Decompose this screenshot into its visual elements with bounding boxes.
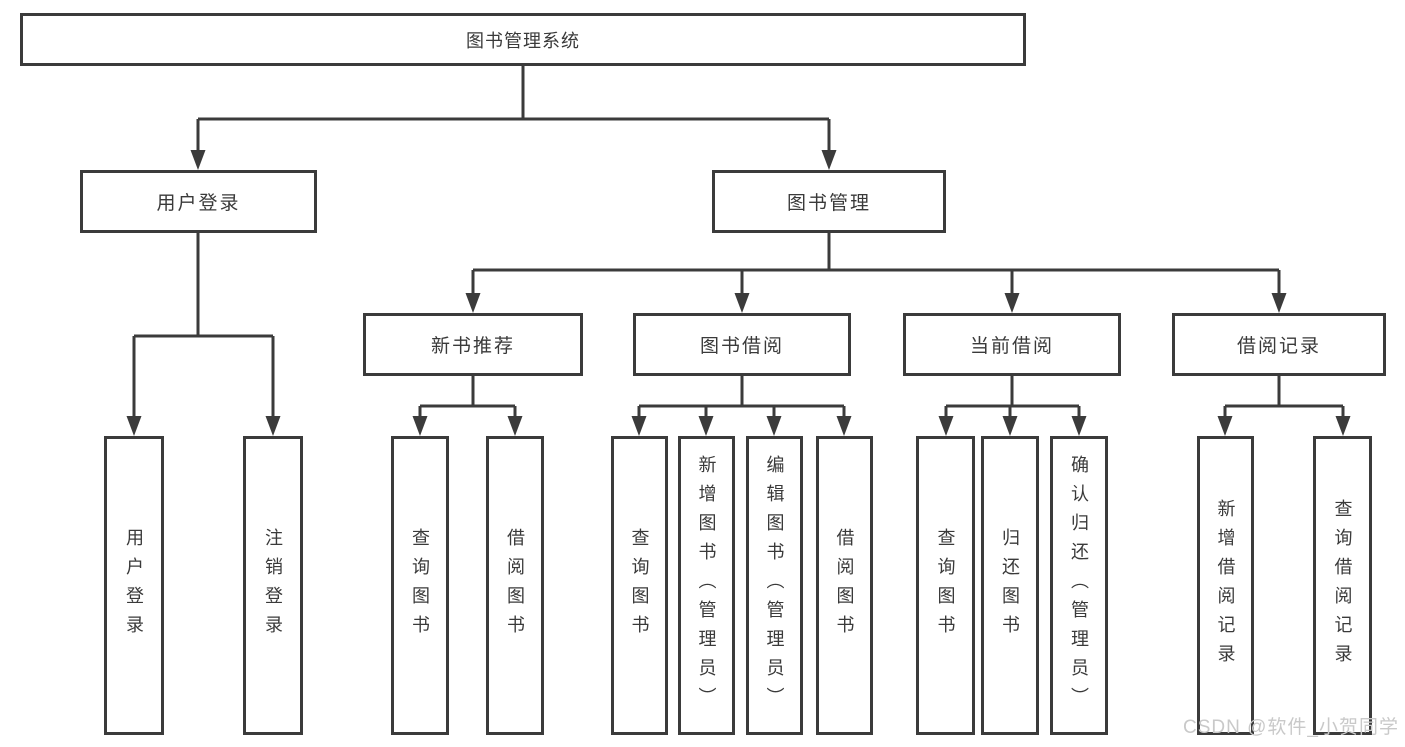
node-current-borrowing: 当前借阅 bbox=[903, 313, 1121, 376]
node-return-books: 归还图书 bbox=[981, 436, 1039, 735]
node-book-management: 图书管理 bbox=[712, 170, 946, 233]
node-logout-login: 注销登录 bbox=[243, 436, 303, 735]
node-query-books-recommend: 查询图书 bbox=[391, 436, 449, 735]
node-borrow-books-borrowing: 借阅图书 bbox=[816, 436, 873, 735]
node-add-books-admin: 新增图书（管理员） bbox=[678, 436, 735, 735]
node-borrowing-records: 借阅记录 bbox=[1172, 313, 1386, 376]
node-user-login-leaf: 用户登录 bbox=[104, 436, 164, 735]
node-confirm-return-admin: 确认归还（管理员） bbox=[1050, 436, 1108, 735]
watermark-text: CSDN @软件_小贺同学 bbox=[1183, 717, 1399, 738]
node-new-book-recommend: 新书推荐 bbox=[363, 313, 583, 376]
node-user-login: 用户登录 bbox=[80, 170, 317, 233]
node-book-borrowing: 图书借阅 bbox=[633, 313, 851, 376]
node-query-books-current: 查询图书 bbox=[916, 436, 975, 735]
node-edit-books-admin: 编辑图书（管理员） bbox=[746, 436, 803, 735]
node-query-borrow-record: 查询借阅记录 bbox=[1313, 436, 1372, 735]
node-borrow-books-recommend: 借阅图书 bbox=[486, 436, 544, 735]
node-query-books-borrowing: 查询图书 bbox=[611, 436, 668, 735]
node-library-system: 图书管理系统 bbox=[20, 13, 1026, 66]
node-add-borrow-record: 新增借阅记录 bbox=[1197, 436, 1254, 735]
